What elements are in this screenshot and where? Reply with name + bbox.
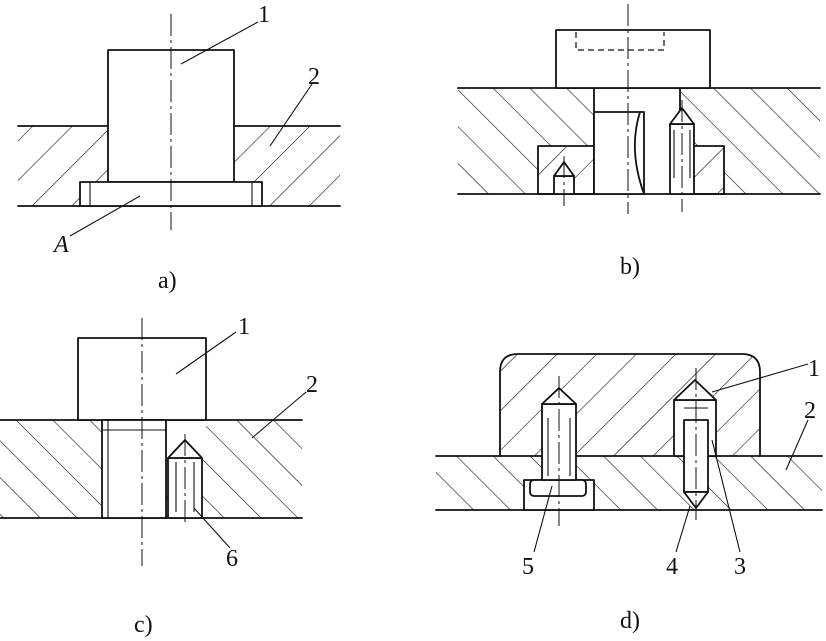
label-1-d: 1: [808, 356, 820, 382]
caption-c: c): [134, 612, 153, 638]
label-2-c: 2: [306, 372, 318, 398]
panel-d: 1 2 3 4 5 d): [435, 353, 823, 634]
punch-head-b: [555, 29, 711, 89]
label-2-d: 2: [804, 398, 816, 424]
label-5-d: 5: [522, 554, 534, 580]
label-4-d: 4: [666, 554, 678, 580]
caption-d: d): [620, 608, 640, 634]
label-1-c: 1: [238, 314, 250, 340]
panel-c: 1 2 6 c): [0, 314, 318, 638]
label-A-a: A: [52, 232, 69, 258]
caption-a: a): [158, 268, 177, 294]
punch-stem-c: [101, 419, 167, 519]
label-2-a: 2: [308, 64, 320, 90]
base-plate-right: [262, 126, 340, 206]
die-block-d: [500, 354, 760, 456]
label-1-a: 1: [258, 2, 270, 28]
panel-b: b): [457, 4, 821, 280]
label-3-d: 3: [734, 554, 746, 580]
caption-b: b): [620, 254, 640, 280]
base-plate-left: [18, 126, 80, 206]
label-6-c: 6: [226, 546, 238, 572]
panel-a: 1 2 A a): [17, 2, 341, 294]
